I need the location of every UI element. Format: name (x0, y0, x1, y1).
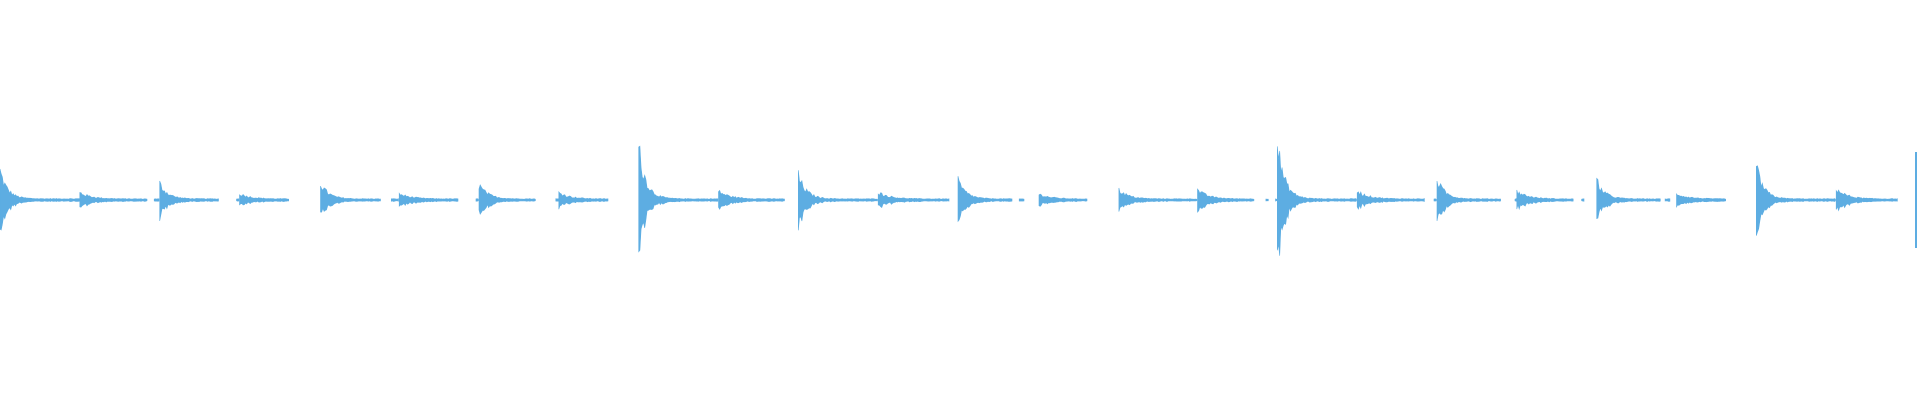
waveform-segment (153, 198, 160, 202)
waveform-segment (558, 190, 609, 210)
waveform-segment (475, 198, 479, 202)
waveform-segment (638, 145, 719, 253)
waveform-segment (1277, 146, 1357, 256)
waveform-segment (391, 198, 399, 202)
waveform-segment (236, 198, 240, 202)
waveform-segment (718, 189, 785, 210)
waveform-segment (239, 194, 289, 206)
waveform-segment (159, 180, 219, 221)
waveform-segment (1581, 198, 1585, 202)
waveform-segment (1433, 198, 1437, 202)
waveform-segment (1356, 191, 1425, 210)
waveform-segment (555, 198, 559, 202)
waveform-segment (320, 185, 381, 213)
waveform-segment (1265, 198, 1269, 202)
waveform-segment (1275, 198, 1277, 202)
waveform-segment (1835, 189, 1898, 212)
waveform-segment (1436, 180, 1501, 221)
waveform-segment (398, 192, 459, 207)
waveform-segment (877, 192, 950, 208)
waveform-segment (1596, 177, 1661, 220)
waveform-segment (1018, 198, 1025, 202)
waveform-segment (1118, 187, 1198, 212)
waveform-segment (1676, 193, 1726, 208)
waveform-segment (798, 170, 878, 231)
waveform-segment (1038, 193, 1088, 207)
waveform-segment (1514, 198, 1517, 202)
waveform-segment (478, 184, 536, 215)
waveform-segment (1756, 165, 1836, 236)
waveform-segment (79, 192, 148, 208)
waveform-segment (957, 176, 1013, 223)
waveform-segment (1516, 189, 1574, 211)
waveform-segment (1664, 198, 1671, 202)
waveform-segment (1197, 188, 1255, 213)
waveform-segment (0, 168, 80, 231)
